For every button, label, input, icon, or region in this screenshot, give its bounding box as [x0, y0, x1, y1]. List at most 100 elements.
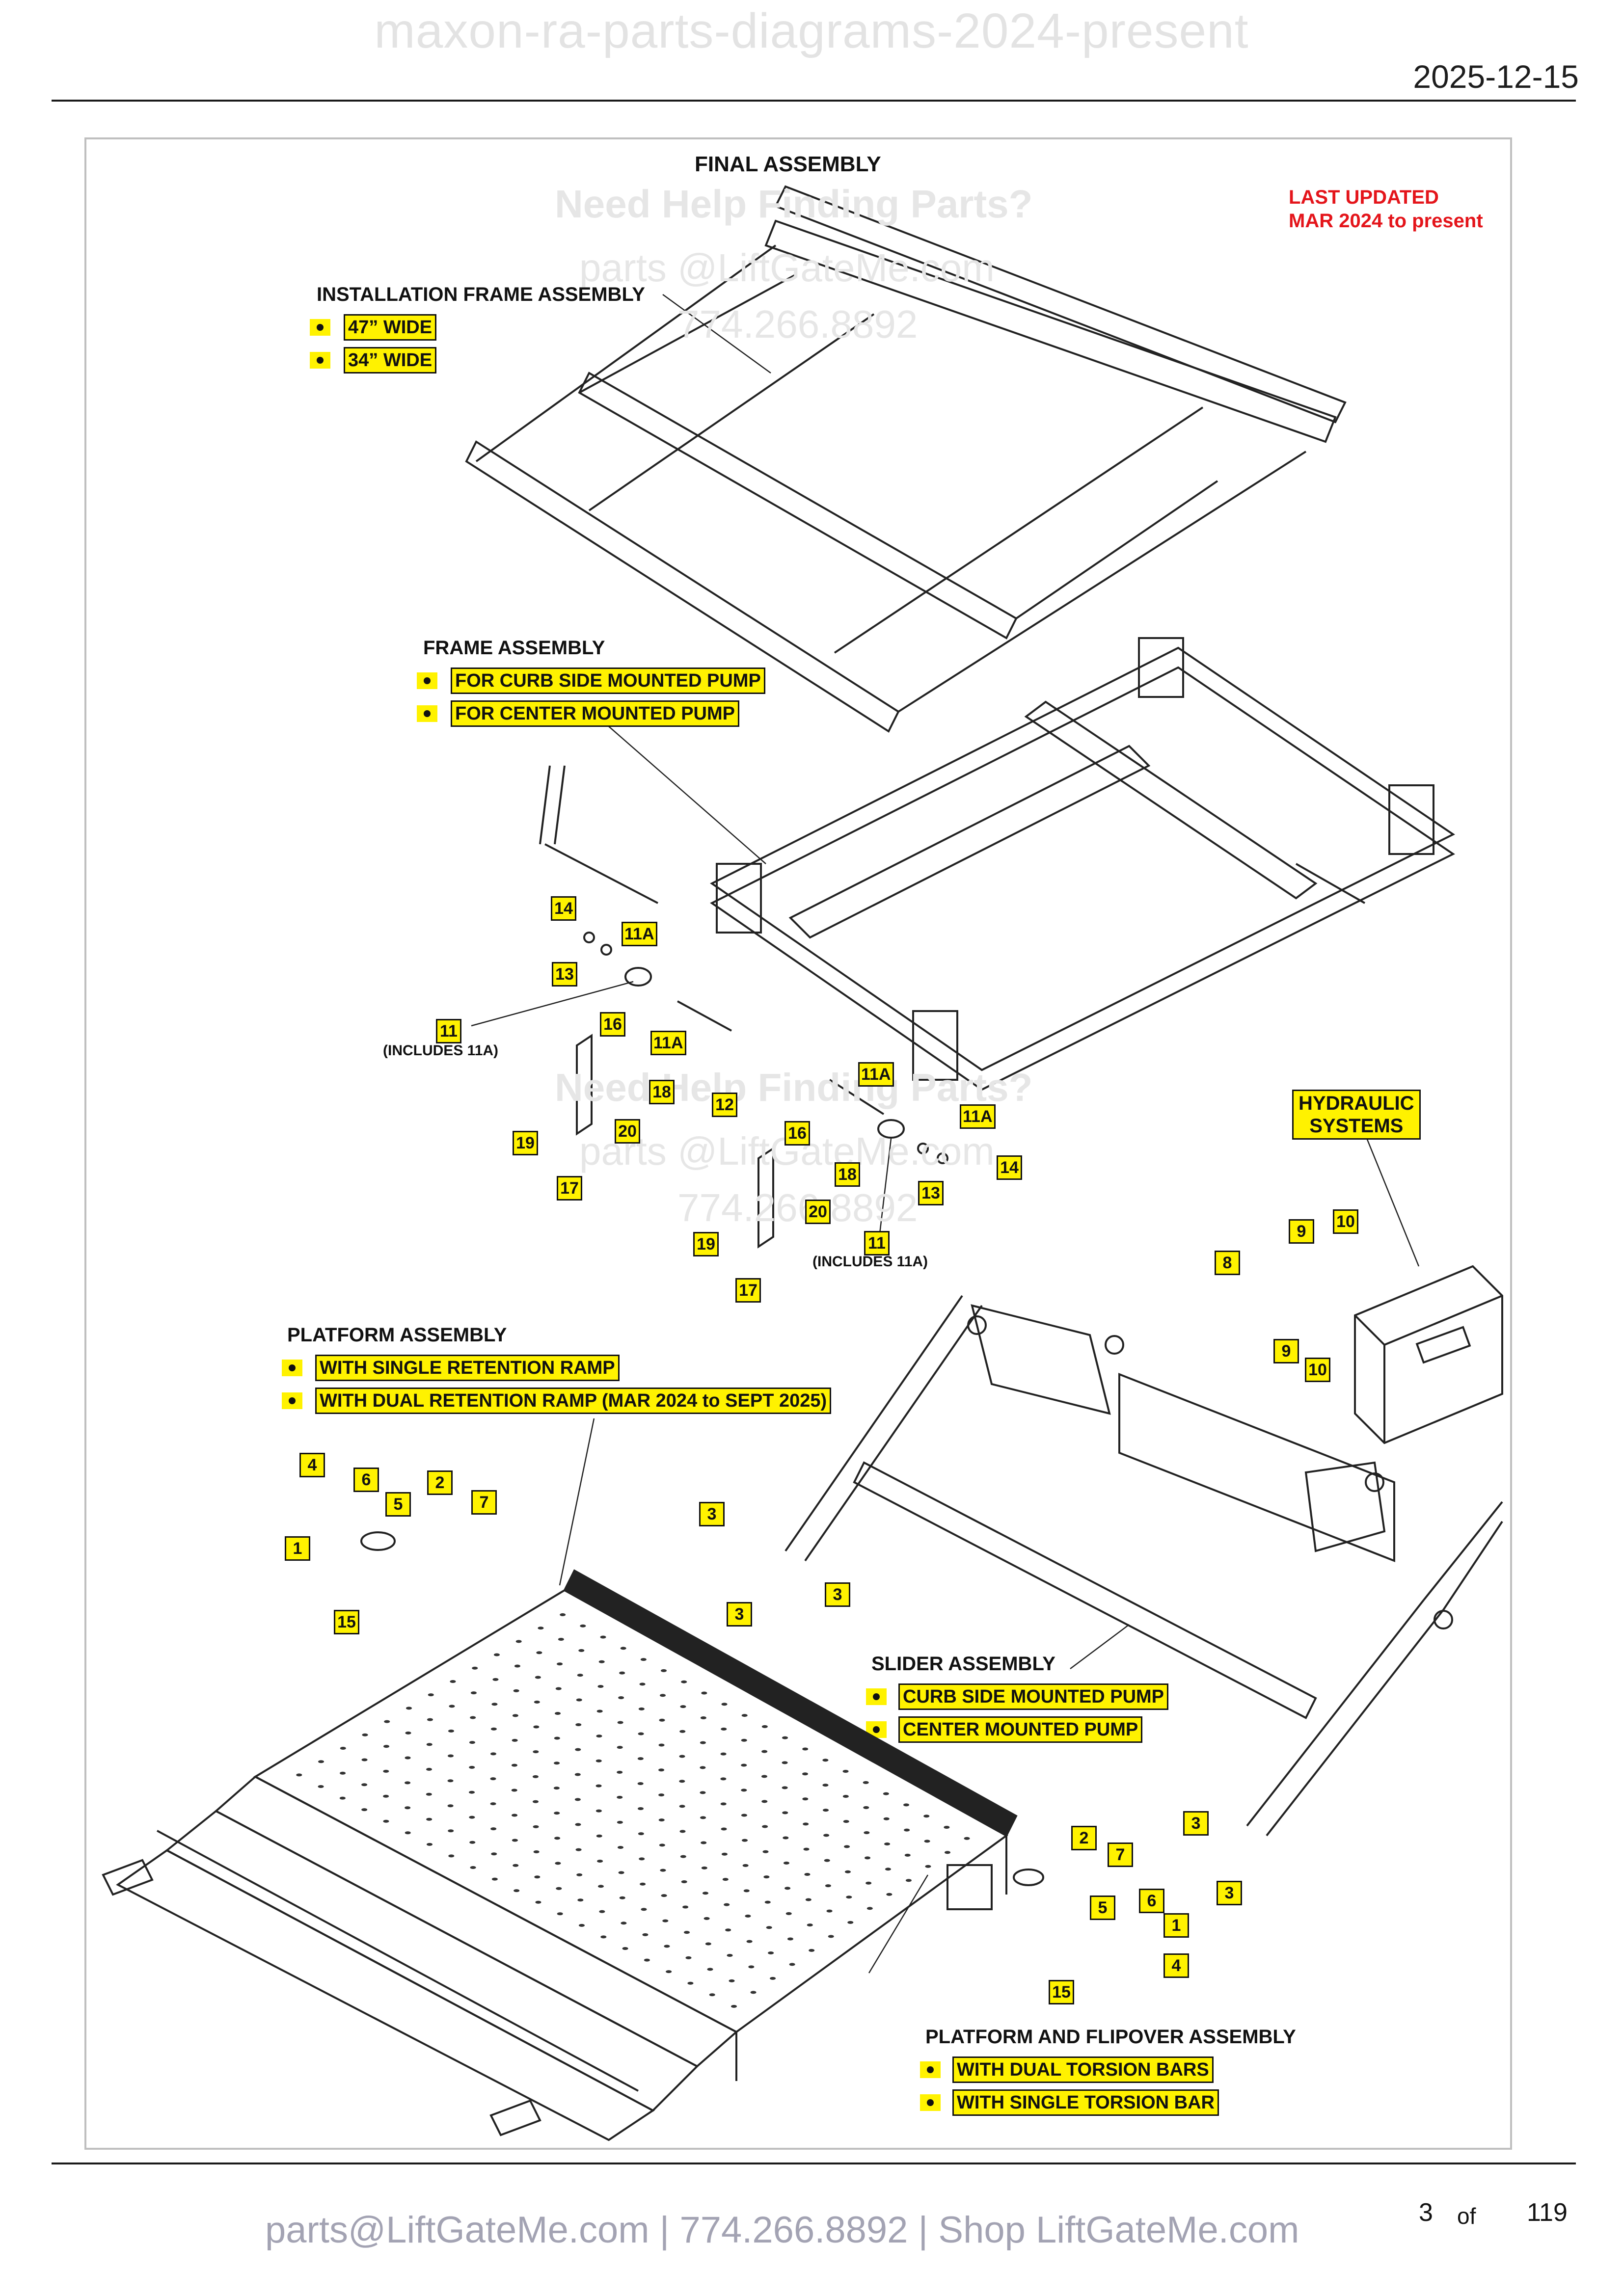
- tread-dot: [512, 1814, 518, 1817]
- tread-dot: [597, 1885, 604, 1888]
- tread-dot: [596, 1709, 603, 1713]
- last-updated-line2: MAR 2024 to present: [1289, 210, 1483, 232]
- tread-dot: [807, 1923, 813, 1927]
- last-updated-line1: LAST UPDATED: [1289, 187, 1439, 208]
- tread-dot: [709, 1993, 715, 1997]
- tread-dot: [905, 1879, 912, 1882]
- tread-dot: [679, 1830, 686, 1833]
- tread-dot: [722, 1878, 729, 1881]
- tread-dot: [597, 1859, 603, 1863]
- tread-dot: [554, 1812, 560, 1815]
- includes-note-1: (INCLUDES 11A): [383, 1042, 499, 1059]
- tread-dot: [638, 1732, 644, 1735]
- tread-dot: [491, 1703, 498, 1706]
- tread-dot: [532, 1775, 539, 1778]
- footer-contact: parts@LiftGateMe.com | 774.266.8892 | Sh…: [265, 2209, 1299, 2251]
- help-watermark-1: Need Help Finding Parts?: [555, 182, 1033, 226]
- tread-dot: [574, 1773, 581, 1776]
- tread-dot: [787, 1937, 793, 1941]
- tread-dot: [617, 1746, 623, 1749]
- callout: 11A: [858, 1062, 894, 1087]
- tread-dot: [680, 1705, 686, 1709]
- page-of: of: [1457, 2203, 1476, 2229]
- flipover-option-single: WITH SINGLE TORSION BAR: [952, 2089, 1219, 2116]
- tread-dot: [741, 1789, 747, 1792]
- tread-dot: [741, 1714, 748, 1717]
- tread-dot: [944, 1825, 950, 1829]
- tread-dot: [883, 1792, 889, 1795]
- tread-dot: [904, 1853, 911, 1857]
- tread-dot: [598, 1660, 605, 1663]
- tread-dot: [745, 1914, 751, 1918]
- tread-dot: [620, 1647, 626, 1650]
- callout: 13: [552, 962, 577, 987]
- callout: 5: [1090, 1896, 1115, 1920]
- tread-dot: [512, 1714, 518, 1717]
- tread-dot: [470, 1866, 476, 1869]
- tread-dot: [925, 1865, 931, 1868]
- tread-dot: [823, 1834, 830, 1837]
- callout: 3: [1183, 1811, 1209, 1836]
- tread-dot: [721, 1727, 727, 1731]
- tread-dot: [340, 1747, 346, 1750]
- tread-dot: [553, 1787, 560, 1790]
- tread-dot: [844, 1845, 850, 1848]
- tread-dot: [534, 1700, 540, 1704]
- tread-dot: [491, 1852, 497, 1856]
- tread-dot: [447, 1754, 454, 1758]
- tread-dot: [426, 1743, 433, 1746]
- slider-option-center: CENTER MOUNTED PUMP: [898, 1716, 1143, 1743]
- bullet: [866, 1721, 887, 1738]
- callout: 11A: [622, 922, 657, 946]
- callout: 16: [784, 1121, 810, 1146]
- tread-dot: [721, 1703, 728, 1706]
- tread-dot: [700, 1741, 706, 1744]
- frame-option-curb: FOR CURB SIDE MOUNTED PUMP: [451, 667, 765, 694]
- tread-dot: [513, 1689, 519, 1692]
- tread-dot: [782, 1811, 788, 1815]
- slider-option-curb: CURB SIDE MOUNTED PUMP: [898, 1683, 1169, 1710]
- tread-dot: [884, 1842, 891, 1845]
- tread-dot: [384, 1720, 390, 1723]
- frame-assembly-title: FRAME ASSEMBLY: [423, 637, 605, 659]
- platform-art: [102, 1531, 1044, 2141]
- tread-dot: [664, 1945, 670, 1948]
- tread-dot: [469, 1790, 475, 1794]
- platform-option-single: WITH SINGLE RETENTION RAMP: [315, 1355, 620, 1381]
- tread-dot: [617, 1846, 623, 1849]
- tread-dot: [533, 1850, 540, 1853]
- tread-dot: [789, 1963, 795, 1966]
- tread-dot: [682, 1905, 689, 1909]
- frame-hardware-art: [576, 932, 948, 1249]
- tread-dot: [700, 1766, 706, 1769]
- tread-dot: [720, 1802, 727, 1806]
- tread-dot: [863, 1806, 869, 1809]
- tread-dot: [469, 1741, 475, 1744]
- tread-dot: [661, 1669, 667, 1672]
- tread-dot: [639, 1682, 646, 1686]
- tread-dot: [426, 1767, 433, 1771]
- header-rule: [52, 100, 1576, 102]
- tread-dot: [576, 1698, 582, 1702]
- callout: 3: [699, 1502, 725, 1526]
- tread-dot: [469, 1765, 475, 1769]
- callout: 17: [557, 1176, 582, 1201]
- callout: 15: [334, 1610, 359, 1634]
- tread-dot: [724, 1903, 730, 1906]
- tread-dot: [768, 1951, 774, 1954]
- tread-dot: [556, 1887, 562, 1890]
- tread-dot: [660, 1694, 666, 1697]
- callout: 10: [1305, 1358, 1330, 1382]
- tread-dot: [622, 1947, 628, 1950]
- tread-dot: [883, 1817, 890, 1820]
- tread-dot: [318, 1760, 325, 1763]
- tread-dot: [731, 2004, 737, 2008]
- tread-dot: [782, 1736, 788, 1739]
- tread-dot: [575, 1723, 582, 1727]
- tread-dot: [536, 1651, 542, 1655]
- tread-dot: [825, 1884, 831, 1888]
- tread-dot: [701, 1841, 707, 1844]
- tread-dot: [679, 1730, 686, 1733]
- installation-frame-art: [465, 185, 1347, 733]
- tread-dot: [802, 1772, 808, 1776]
